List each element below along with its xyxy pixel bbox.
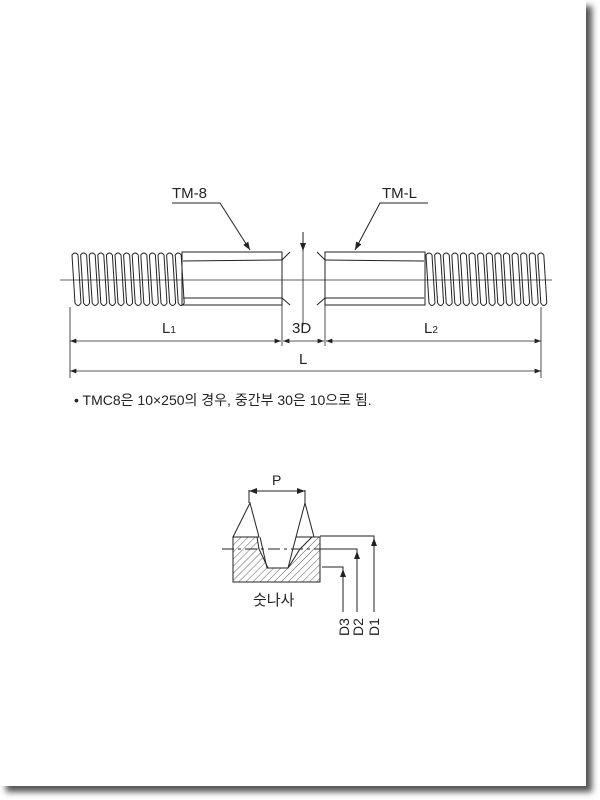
dim-l1: L1 xyxy=(162,320,176,337)
drawing-page: TM-8 TM-L L1 3D L2 L • TMC8은 10×250의 경우,… xyxy=(60,185,552,636)
thread-coil xyxy=(485,252,496,306)
thread-coil xyxy=(97,252,108,306)
thread-coil xyxy=(502,252,513,306)
label-d3: D3 xyxy=(336,618,352,636)
right-thread xyxy=(425,252,548,306)
dim-l2: L2 xyxy=(424,320,438,337)
thread-coil xyxy=(511,252,522,306)
thread-coil xyxy=(148,252,159,306)
dim-total-l: L xyxy=(299,351,307,368)
thread-coil xyxy=(131,252,142,306)
label-tm-8: TM-8 xyxy=(172,185,207,202)
thread-coil xyxy=(140,252,151,306)
thread-coil xyxy=(468,252,479,306)
thread-coil xyxy=(80,252,91,306)
thread-coil xyxy=(434,252,445,306)
dimension-lines xyxy=(69,305,542,378)
thread-coil xyxy=(166,252,177,306)
thread-caption: 숫나사 xyxy=(253,592,295,609)
thread-coil xyxy=(451,252,462,306)
thread-coil xyxy=(105,252,116,306)
thread-coil xyxy=(520,252,531,306)
thread-coil xyxy=(71,252,82,306)
pitch-label: P xyxy=(272,472,281,488)
thread-coil xyxy=(114,252,125,306)
thread-coil xyxy=(174,252,185,306)
thread-coil xyxy=(157,252,168,306)
thread-coil xyxy=(537,252,548,306)
thread-coil xyxy=(477,252,488,306)
label-d2: D2 xyxy=(350,618,366,636)
thread-coil xyxy=(123,252,134,306)
leader-lines xyxy=(172,202,428,251)
dim-3d: 3D xyxy=(292,320,311,337)
left-thread xyxy=(71,252,185,306)
thread-coil xyxy=(425,252,436,306)
thread-coil xyxy=(88,252,99,306)
thread-profile xyxy=(222,488,377,612)
thread-coil xyxy=(528,252,539,306)
thread-coil xyxy=(442,252,453,306)
thread-coil xyxy=(459,252,470,306)
thread-coil xyxy=(494,252,505,306)
label-d1: D1 xyxy=(366,618,382,636)
label-tm-l: TM-L xyxy=(382,185,417,202)
note-text: • TMC8은 10×250의 경우, 중간부 30은 10으로 됨. xyxy=(74,392,372,408)
